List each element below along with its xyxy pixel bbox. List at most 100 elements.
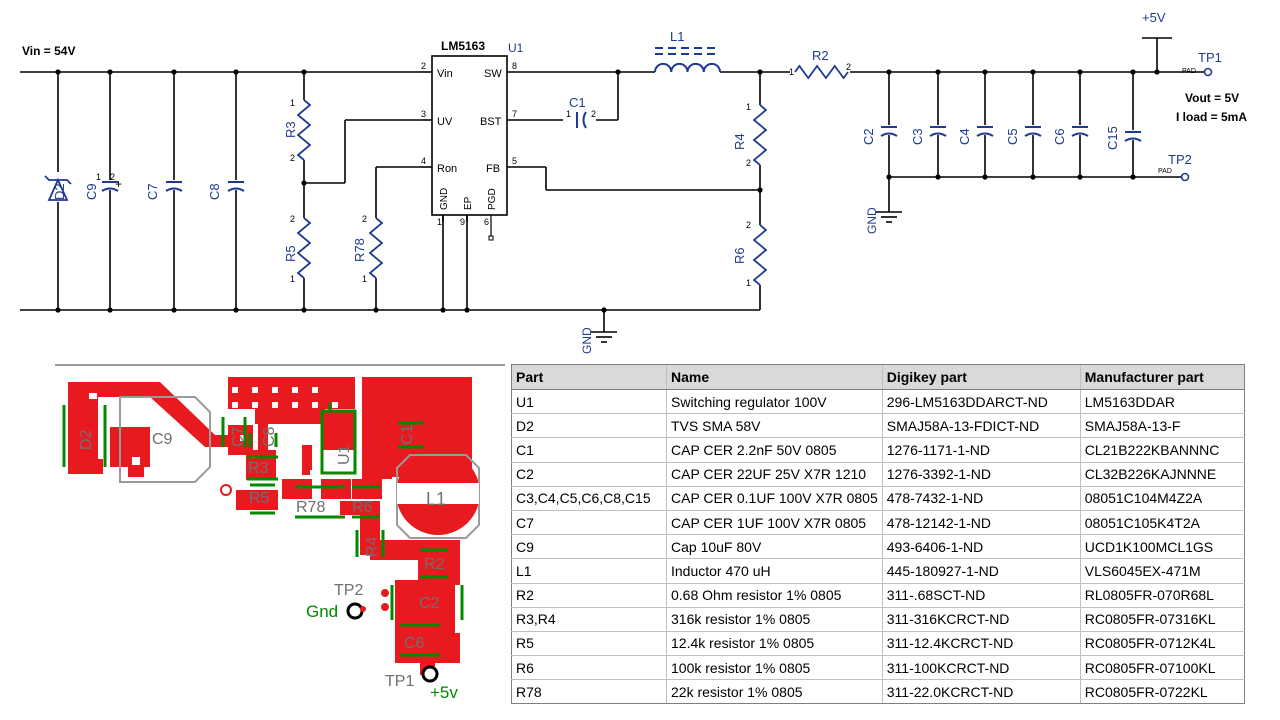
bom-cell-name: 0.68 Ohm resistor 1% 0805 xyxy=(666,583,883,608)
vout-label: Vout = 5V xyxy=(1185,91,1239,105)
l1-ref: L1 xyxy=(670,29,684,44)
c-out-symbol-1-gap xyxy=(929,125,947,135)
pin-uv-number: 3 xyxy=(421,109,426,119)
junction-dot xyxy=(301,180,307,186)
junction-dot xyxy=(233,307,239,313)
bom-cell-part: R78 xyxy=(511,679,667,705)
pcb-r5-label: R5 xyxy=(249,490,270,507)
bom-cell-name: 22k resistor 1% 0805 xyxy=(666,679,883,705)
r6-ref: R6 xyxy=(732,247,747,264)
bom-cell-part: R6 xyxy=(511,655,667,681)
pin-pgd-number: 6 xyxy=(484,217,489,227)
test-points xyxy=(220,484,439,683)
pin-uv-label: UV xyxy=(437,116,453,128)
tp2-symbol xyxy=(1180,172,1190,182)
bom-cell-part: C9 xyxy=(511,534,667,560)
pin-ep-label: EP xyxy=(463,196,474,210)
passive-pin-number: 2 xyxy=(746,220,751,230)
passive-pin-number: 1 xyxy=(290,274,295,284)
c5-ref: C5 xyxy=(1005,128,1020,145)
junction-dot xyxy=(55,69,61,75)
r4-symbol xyxy=(752,104,768,166)
bom-cell-digikey: 1276-1171-1-ND xyxy=(881,437,1081,463)
schematic-components xyxy=(44,47,1213,343)
pin-vin-label: Vin xyxy=(437,68,453,80)
r78-symbol xyxy=(368,217,384,279)
tp1-pad-label: PAD xyxy=(1182,68,1196,75)
bom-cell-name: CAP CER 0.1UF 100V X7R 0805 xyxy=(666,486,883,511)
bom-cell-digikey: 445-180927-1-ND xyxy=(881,558,1081,584)
pcb-outlines xyxy=(119,396,480,539)
junction-dot xyxy=(301,69,307,75)
schematic-diagram: LM5163 U1 Vin UV Ron SW BST FB GND EP PG… xyxy=(20,10,1247,354)
passive-pin-number: 1 xyxy=(746,102,751,112)
bom-cell-name: CAP CER 2.2nF 50V 0805 xyxy=(666,437,883,463)
r2-pin1: 1 xyxy=(789,67,794,77)
pin-pgd-label: PGD xyxy=(487,188,498,210)
c1-pin2: 2 xyxy=(591,109,596,119)
ic-name: LM5163 xyxy=(441,39,485,53)
c1-ref: C1 xyxy=(569,95,586,110)
bom-cell-manufacturer: RC0805FR-0722KL xyxy=(1079,679,1246,705)
junction-dot xyxy=(1130,69,1136,75)
bom-cell-digikey: 311-100KCRCT-ND xyxy=(881,655,1081,681)
r3-ref: R3 xyxy=(283,121,298,138)
bom-cell-manufacturer: RC0805FR-07100KL xyxy=(1079,655,1246,681)
c9-symbol-gap xyxy=(101,180,119,190)
pcb-gnd-label: Gnd xyxy=(306,602,338,621)
tp1-symbol xyxy=(1203,67,1213,77)
schematic-labels: Vin = 54V +5V Vout = 5V I load = 5mA TP1… xyxy=(22,10,1247,354)
pcb-tp1-label: TP1 xyxy=(385,673,414,690)
junction-dot xyxy=(1130,174,1136,180)
c9-ref: C9 xyxy=(84,183,99,200)
bom-cell-part: C1 xyxy=(511,437,667,463)
junction-dot xyxy=(935,174,941,180)
junction-dot xyxy=(757,69,763,75)
junction-dots xyxy=(55,69,1160,313)
pin-vin-number: 2 xyxy=(421,61,426,71)
junction-dot xyxy=(1154,69,1160,75)
junction-dot xyxy=(886,69,892,75)
c-out-symbol-0-gap xyxy=(880,125,898,135)
c-out-symbol-4-gap xyxy=(1071,125,1089,135)
d2-ref: D2 xyxy=(52,183,67,200)
c1-symbol-gap xyxy=(575,111,585,129)
bom-cell-digikey: 311-12.4KCRCT-ND xyxy=(881,631,1081,657)
junction-dot xyxy=(440,307,446,313)
c7-symbol-gap xyxy=(165,180,183,190)
c-out-symbol-4-plate-bottom xyxy=(1071,132,1089,137)
bom-cell-manufacturer: 08051C104M4Z2A xyxy=(1079,486,1246,511)
bom-cell-manufacturer: VLS6045EX-471M xyxy=(1079,558,1246,584)
r3-symbol xyxy=(296,99,312,161)
junction-dot xyxy=(107,69,113,75)
vin-label: Vin = 54V xyxy=(22,44,75,58)
bom-cell-part: C7 xyxy=(511,510,667,536)
d2-triangle xyxy=(47,177,69,201)
passive-pin-number: 1 xyxy=(746,278,751,288)
ic-u1-lm5163: LM5163 U1 Vin UV Ron SW BST FB GND EP PG… xyxy=(421,39,524,241)
pin-ep-number: 9 xyxy=(460,217,465,227)
junction-dot xyxy=(1030,174,1036,180)
l1-band xyxy=(397,483,479,504)
silkscreen-layer xyxy=(62,403,464,657)
pin-fb-label: FB xyxy=(486,163,500,175)
pcb-r6-label: R6 xyxy=(352,499,373,516)
pin-fb-number: 5 xyxy=(512,156,517,166)
pcb-r78-label: R78 xyxy=(296,499,325,516)
pcb-c1-label: C1 xyxy=(399,424,416,445)
pcb-c2-label: C2 xyxy=(419,595,440,612)
bom-cell-manufacturer: RC0805FR-07316KL xyxy=(1079,607,1246,632)
r2-symbol xyxy=(794,64,849,80)
bom-cell-digikey: 478-7432-1-ND xyxy=(881,486,1081,511)
pcb-labels: D2 C9 C7 C8 C1 U1 R3 R5 R78 R6 L1 R4 R2 … xyxy=(78,424,458,702)
plus5v-label: +5V xyxy=(1142,10,1166,25)
pcb-plus5v-label: +5v xyxy=(430,683,458,702)
bom-cell-name: 12.4k resistor 1% 0805 xyxy=(666,631,883,657)
junction-dot xyxy=(1030,69,1036,75)
